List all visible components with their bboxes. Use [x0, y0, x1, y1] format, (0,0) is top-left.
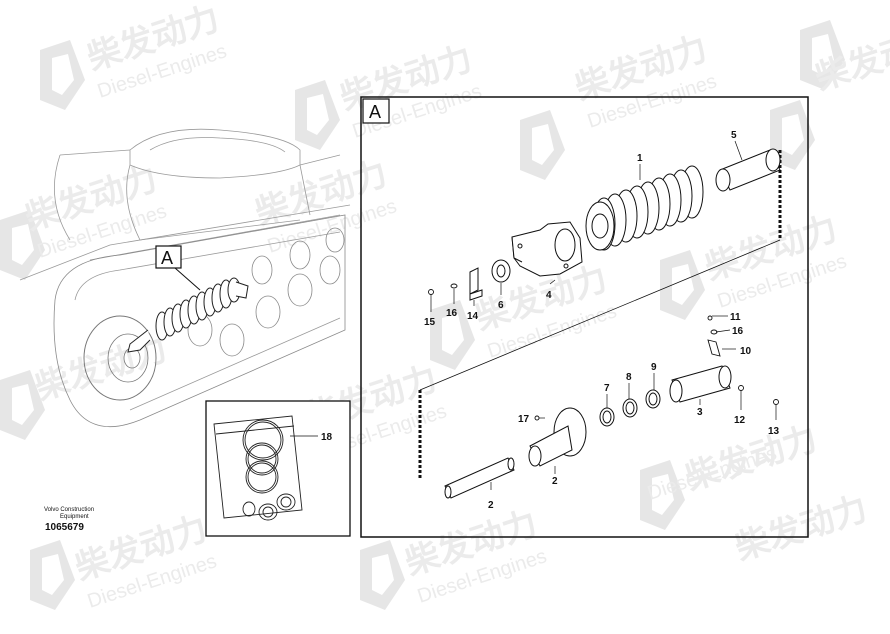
callout-9: 9: [651, 362, 657, 373]
callout-1: 1: [637, 153, 643, 164]
callout-14: 14: [467, 311, 479, 322]
idler-hub: [107, 333, 149, 383]
part-tube: [715, 148, 781, 192]
callout-3: 3: [697, 407, 703, 418]
callout-17: 17: [518, 414, 530, 425]
watermark-cn: 柴发动力: [731, 489, 872, 567]
detail-frame-label: A: [369, 102, 381, 122]
watermark-logo: [0, 370, 45, 440]
part-small-pins: [738, 385, 779, 405]
callout-2-sleeve: 2: [552, 476, 558, 487]
detail-marker-label: A: [161, 248, 173, 268]
track-rollers: [187, 227, 345, 357]
part-seal-rings: [599, 389, 661, 427]
part-screw-washer: [428, 283, 458, 295]
callout-16-left: 16: [446, 308, 458, 319]
caption-company: Volvo Construction: [44, 507, 95, 513]
seal-kit-frame: [205, 400, 351, 537]
part-pin-clip: [707, 315, 721, 357]
watermark-logo: [360, 540, 405, 610]
detail-marker-leader: [174, 267, 201, 291]
kit-callout: 18: [321, 432, 333, 443]
callout-7: 7: [604, 383, 610, 394]
undercarriage-sketch: [19, 128, 351, 427]
detail-frame: [360, 96, 809, 538]
watermark-logo: [0, 210, 45, 280]
watermark-cn: 柴发动力: [31, 329, 172, 407]
part-flanged-sleeve: [528, 407, 587, 467]
idler-wheel: [83, 315, 157, 401]
callout-8: 8: [626, 372, 632, 383]
part-ring: [491, 259, 511, 283]
turntable-ring: [129, 128, 301, 179]
callout-6: 6: [498, 300, 504, 311]
callout-5: 5: [731, 130, 737, 141]
watermark-logo: [640, 460, 685, 530]
callout-16-right: 16: [732, 326, 744, 337]
part-clip: [469, 267, 483, 301]
detail-marker-box: [155, 245, 182, 269]
callout-13: 13: [768, 426, 780, 437]
caption-part-number: 1065679: [45, 522, 84, 533]
track-frame: [53, 214, 346, 427]
part-cylinder: [669, 365, 732, 403]
seal-kit-bag: [213, 415, 303, 521]
track-frame-inner: [74, 231, 341, 411]
watermark-logo: [660, 250, 705, 320]
callout-2-shaft: 2: [488, 500, 494, 511]
part-spring: [585, 165, 704, 251]
callout-15: 15: [424, 317, 436, 328]
caption-equipment: Equipment: [60, 514, 89, 520]
frame-line: [19, 204, 351, 281]
watermark-logo: [40, 40, 85, 110]
watermark-logo: [295, 80, 340, 150]
watermark-logo: [800, 20, 845, 90]
part-grease-nipple: [534, 415, 540, 421]
carbody-outline: [54, 149, 341, 241]
watermark-logo: [520, 110, 565, 180]
watermark-logo: [430, 300, 475, 370]
machine-spring: [127, 277, 249, 353]
turntable-inner: [149, 137, 286, 153]
callout-12: 12: [734, 415, 746, 426]
split-lines: [418, 150, 782, 480]
callout-labels: 1 5 2 3 4 6 7 8 9 10 11 12 13 14 15 16 1…: [424, 130, 780, 511]
callout-4: 4: [546, 290, 552, 301]
part-shaft: [444, 457, 515, 499]
detail-frame-label-box: [362, 98, 390, 124]
part-bracket: [511, 221, 583, 277]
watermark-logo: [30, 540, 75, 610]
callout-10: 10: [740, 346, 752, 357]
leader-lines: [430, 140, 777, 490]
callout-11: 11: [730, 312, 741, 323]
